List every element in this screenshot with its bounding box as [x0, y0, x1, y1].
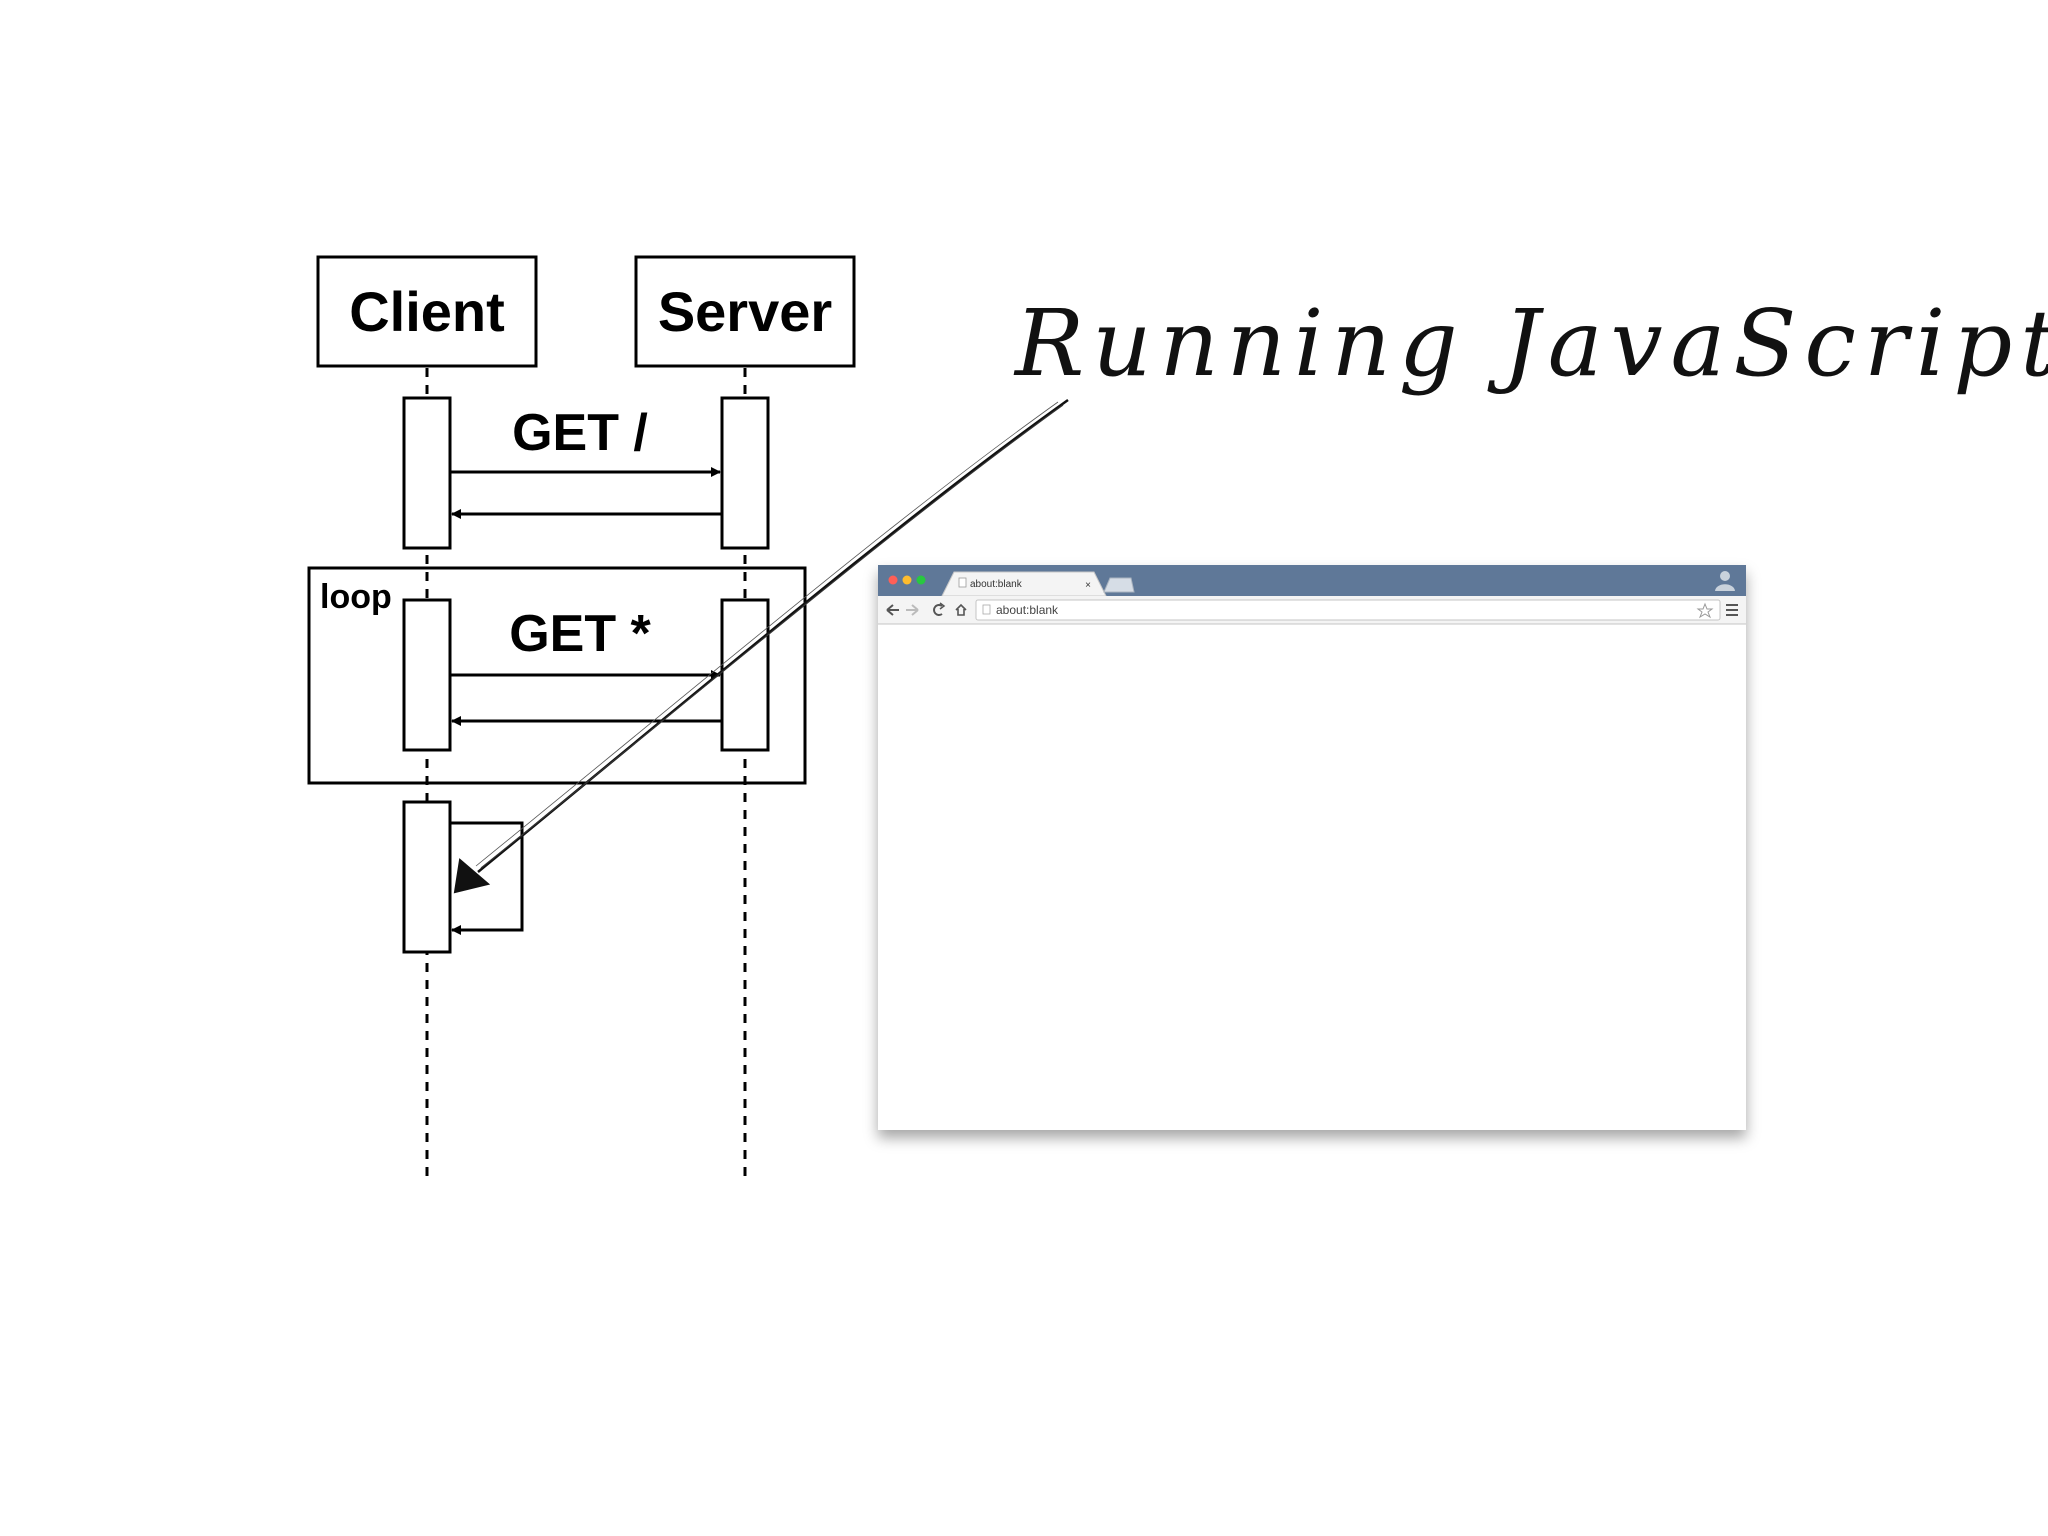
loop-frame: loop — [307, 566, 807, 785]
address-bar[interactable]: about:blank — [975, 599, 1721, 621]
callout-pointer — [453, 398, 1069, 894]
get-root-label: GET / — [512, 404, 648, 462]
client-activation-1 — [402, 396, 452, 550]
minimize-window-button[interactable] — [902, 575, 912, 585]
new-tab-button[interactable] — [1103, 577, 1135, 593]
star-icon[interactable] — [1696, 602, 1714, 619]
server-participant: Server — [634, 255, 856, 368]
self-call-arrow — [451, 821, 524, 935]
tab-about-blank[interactable]: about:blank × — [941, 571, 1107, 597]
home-icon[interactable] — [955, 603, 967, 616]
page-icon — [982, 604, 991, 615]
browser-content-area[interactable] — [878, 625, 1746, 1130]
close-window-button[interactable] — [888, 575, 898, 585]
zoom-window-button[interactable] — [916, 575, 926, 585]
tab-close-button[interactable]: × — [1085, 580, 1091, 591]
menu-icon[interactable] — [1726, 604, 1738, 616]
running-javascript-callout: Running JavaScript — [1013, 290, 2048, 397]
tab-title: about:blank — [970, 579, 1023, 590]
client-activation-3 — [402, 800, 452, 954]
server-label: Server — [658, 280, 832, 343]
forward-arrow-icon[interactable] — [906, 604, 919, 616]
profile-icon[interactable] — [1715, 571, 1735, 591]
client-participant: Client — [316, 255, 538, 368]
server-activation-2 — [720, 598, 770, 752]
loop-label: loop — [320, 578, 392, 616]
back-arrow-icon[interactable] — [886, 604, 899, 616]
client-label: Client — [349, 280, 505, 343]
get-star-label: GET * — [509, 605, 651, 663]
page-icon — [958, 577, 967, 588]
browser-window: about:blank × ab — [878, 565, 1746, 1130]
client-activation-2 — [402, 598, 452, 752]
reload-icon[interactable] — [933, 602, 946, 616]
server-activation-1 — [720, 396, 770, 550]
url-text: about:blank — [996, 603, 1059, 617]
